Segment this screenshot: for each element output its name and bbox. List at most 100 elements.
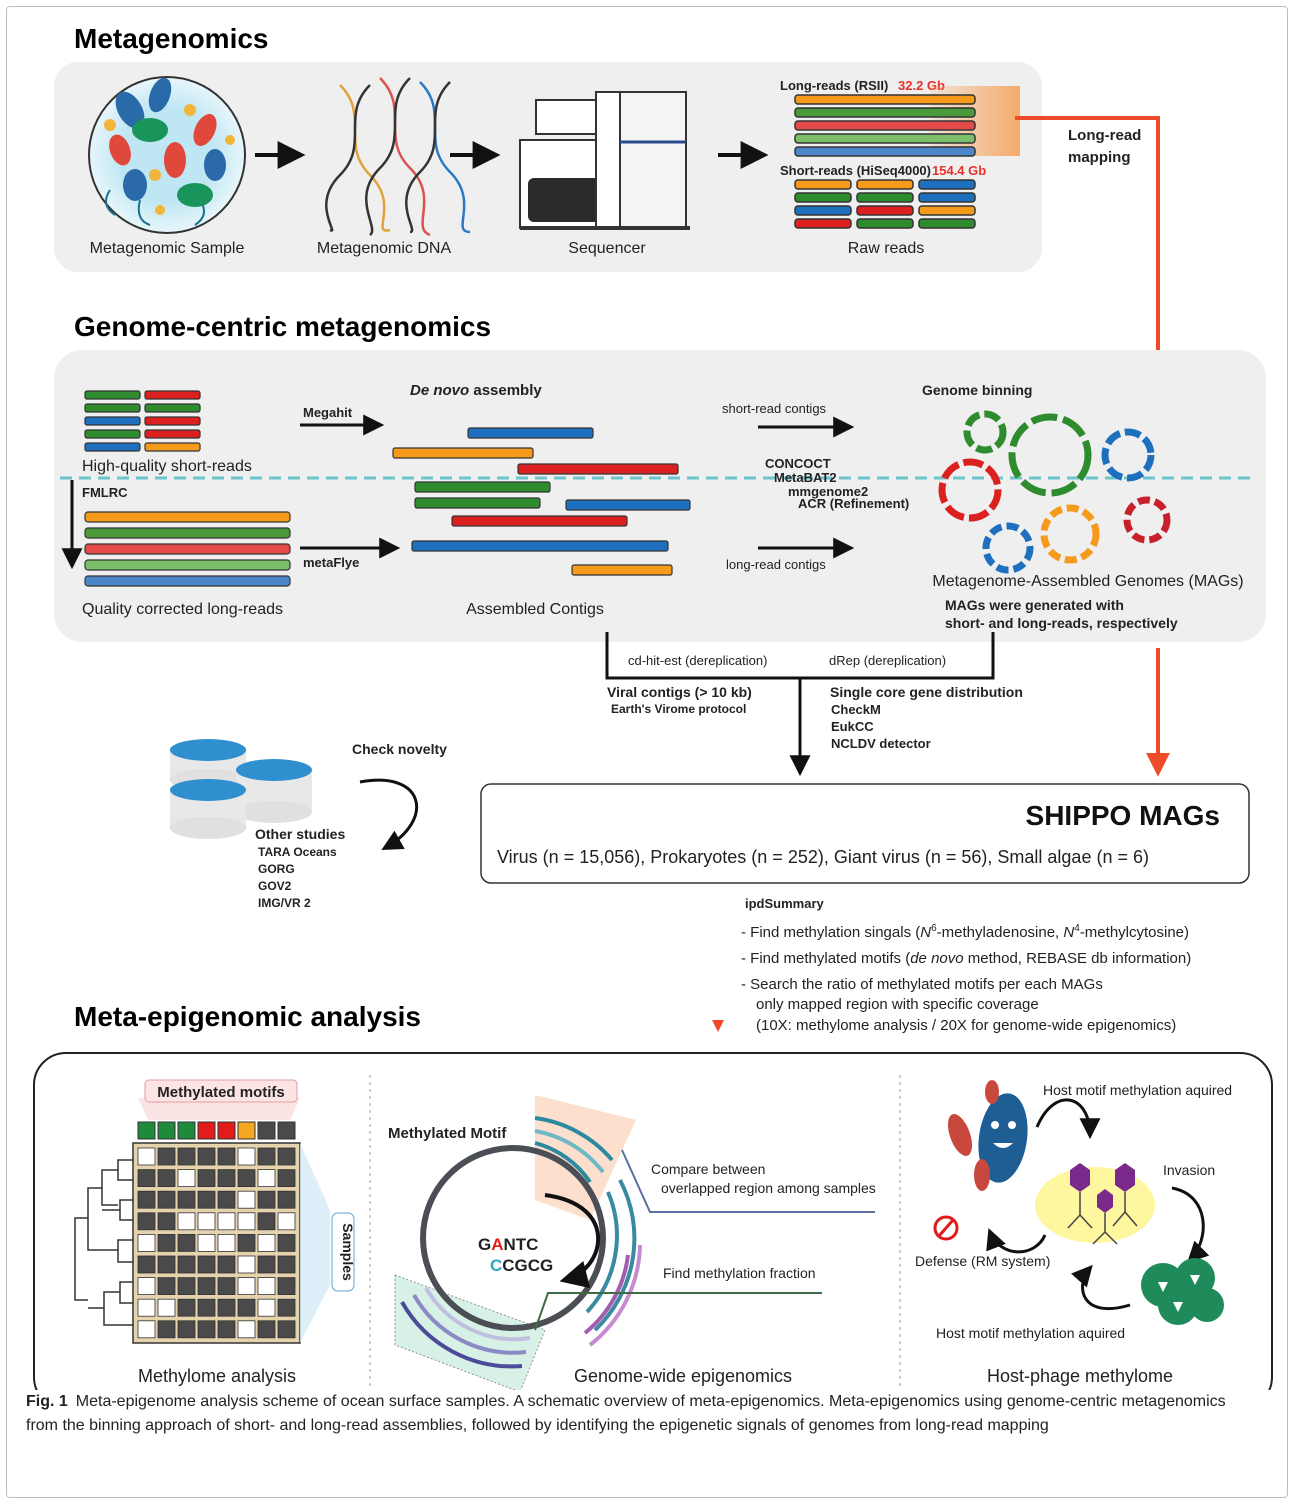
methylome-analysis-label: Methylome analysis — [138, 1366, 296, 1386]
heatmap-cell — [197, 1147, 216, 1166]
heatmap-cell — [137, 1298, 156, 1317]
bottom-wedge — [394, 1274, 546, 1390]
samples-label-box — [331, 1212, 355, 1292]
heatmap-cell — [197, 1212, 216, 1231]
svg-text:GOV2: GOV2 — [258, 879, 292, 893]
mags-note-2: short- and long-reads, respectively — [945, 615, 1178, 631]
shippo-mags-box — [480, 783, 1250, 884]
heatmap-cell — [197, 1169, 216, 1187]
heatmap-cell — [157, 1298, 176, 1317]
heatmap-cell — [237, 1212, 256, 1231]
sequencer-label: Sequencer — [568, 240, 646, 257]
find-fraction-label: Find methylation fraction — [663, 1265, 816, 1281]
heatmap-cell — [157, 1234, 176, 1252]
megahit-label: Megahit — [303, 405, 353, 420]
short-reads-label: Short-reads (HiSeq4000) — [780, 163, 931, 178]
infected-cells-icon — [1141, 1258, 1224, 1325]
heatmap-cell — [257, 1234, 276, 1252]
corrected-long-reads-bars — [84, 511, 291, 587]
viral-protocol-label: Earth's Virome protocol — [611, 702, 746, 716]
ipd-line-1: - Find methylation singals (N6-methylade… — [741, 923, 1189, 941]
methylated-motifs-banner — [138, 1098, 300, 1120]
svg-text:mmgenome2: mmgenome2 — [788, 484, 868, 499]
heatmap-cell — [137, 1320, 156, 1339]
mags-rings — [938, 410, 1171, 574]
heatmap-cell — [217, 1234, 236, 1252]
metagenomic-sample-label: Metagenomic Sample — [90, 240, 245, 257]
long-read-mapping-label-1: Long-read — [1068, 127, 1141, 144]
ipd-title: ipdSummary — [745, 896, 825, 911]
svg-text:GORG: GORG — [258, 862, 295, 876]
heatmap-cell — [157, 1147, 176, 1166]
heatmap-cell — [137, 1169, 156, 1187]
heatmap-cell — [257, 1190, 276, 1209]
heatmap-cell — [237, 1169, 256, 1187]
invasion-arrow — [1171, 1186, 1210, 1263]
heatmap-cell — [217, 1255, 236, 1274]
phage-icon — [1035, 1163, 1155, 1245]
svg-text:ACR (Refinement): ACR (Refinement) — [798, 496, 909, 511]
heatmap-cell — [277, 1147, 296, 1166]
dendrogram — [74, 1159, 133, 1326]
corrected-long-reads-label: Quality corrected long-reads — [82, 601, 283, 618]
methylated-motifs-label: Methylated motifs — [157, 1084, 285, 1101]
genome-wide-label: Genome-wide epigenomics — [574, 1366, 792, 1386]
raw-reads-label: Raw reads — [848, 240, 924, 257]
heatmap-cell — [257, 1255, 276, 1274]
heatmap-cell — [217, 1147, 236, 1166]
heatmap-cell — [197, 1277, 216, 1295]
heatmap-cell — [197, 1190, 216, 1209]
heatmap-cell — [237, 1190, 256, 1209]
svg-text:TARA Oceans: TARA Oceans — [258, 845, 337, 859]
heatmap-cell — [277, 1169, 296, 1187]
heatmap-cell — [177, 1190, 196, 1209]
quality-tools-list: CheckM EukCC NCLDV detector — [831, 702, 931, 751]
heatmap-cell — [137, 1234, 156, 1252]
short-read-contigs-label: short-read contigs — [722, 401, 827, 416]
ipd-line-4: only mapped region with specific coverag… — [756, 996, 1039, 1013]
heatmap-cell — [177, 1298, 196, 1317]
heatmap-cell — [197, 1234, 216, 1252]
samples-label: Samples — [340, 1223, 356, 1281]
heatmap-cell — [277, 1212, 296, 1231]
other-studies-title: Other studies — [255, 826, 345, 842]
long-read-mapping-line — [1015, 116, 1160, 352]
genome-centric-panel — [54, 350, 1266, 642]
host-acq-bottom-label: Host motif methylation aquired — [936, 1325, 1125, 1341]
caption-label: Fig. 1 — [26, 1393, 68, 1410]
heatmap-cell — [217, 1212, 236, 1231]
svg-text:NCLDV detector: NCLDV detector — [831, 736, 931, 751]
metagenomic-dna-label: Metagenomic DNA — [317, 240, 452, 257]
heatmap-cell — [237, 1277, 256, 1295]
heatmap-cell — [137, 1190, 156, 1209]
cdhit-label: cd-hit-est (dereplication) — [628, 653, 767, 668]
fraction-leader-line — [534, 1292, 822, 1331]
hq-short-reads-bars — [84, 390, 201, 452]
motif-cgcg: CCGCG — [490, 1256, 553, 1275]
heatmap-cell — [217, 1169, 236, 1187]
prohibited-icon — [933, 1215, 959, 1241]
heatmap-cell — [237, 1320, 256, 1339]
svg-text:CheckM: CheckM — [831, 702, 881, 717]
other-studies-list: TARA Oceans GORG GOV2 IMG/VR 2 — [258, 845, 337, 910]
heatmap-cells — [137, 1147, 296, 1339]
heatmap-cell — [137, 1277, 156, 1295]
heatmap-cell — [237, 1298, 256, 1317]
heatmap-cell — [157, 1320, 176, 1339]
heatmap-cell — [217, 1190, 236, 1209]
drep-label: dRep (dereplication) — [829, 653, 946, 668]
heatmap-cell — [177, 1212, 196, 1231]
acquire-arrow-top — [1035, 1098, 1101, 1140]
mags-label: Metagenome-Assembled Genomes (MAGs) — [932, 573, 1243, 590]
heatmap-cell — [217, 1298, 236, 1317]
heatmap-cell — [137, 1147, 156, 1166]
long-read-mapping-label-2: mapping — [1068, 149, 1131, 166]
dna-helix-icon — [325, 77, 471, 237]
mags-note-1: MAGs were generated with — [945, 597, 1124, 613]
heatmap-cell — [277, 1277, 296, 1295]
coverage-arcs — [400, 1116, 642, 1369]
caption-text: Meta-epigenome analysis scheme of ocean … — [26, 1393, 1226, 1434]
heatmap-cell — [217, 1277, 236, 1295]
heatmap-cell — [257, 1169, 276, 1187]
heatmap-cell — [177, 1234, 196, 1252]
